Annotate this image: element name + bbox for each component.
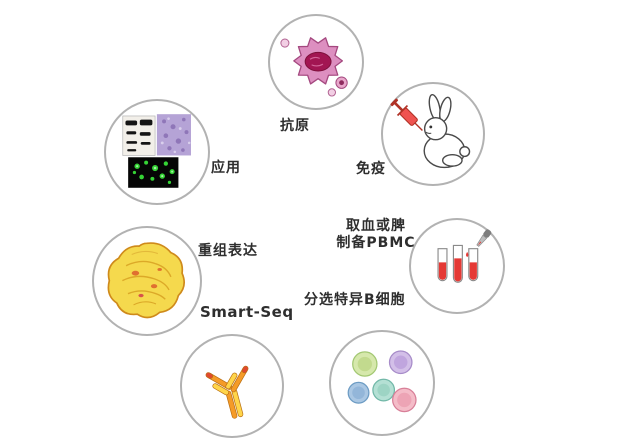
test-tubes-icon (436, 228, 491, 283)
immunization-node (381, 82, 485, 186)
application-label: 应用 (211, 160, 241, 176)
rabbit-syringe-icon (390, 93, 471, 169)
western-blot-bands (125, 119, 153, 152)
immunization-label: 免疫 (356, 161, 386, 177)
recombinant-expression-node (92, 226, 202, 336)
sort-b-cells-label: 分选特异B细胞 (304, 292, 406, 308)
histology-image (157, 114, 192, 156)
antibody-icon (205, 365, 249, 419)
prepare-pbmc-label-line1: 取血或脾 (346, 218, 406, 234)
antigen-label: 抗原 (280, 118, 310, 134)
syringe-icon (390, 98, 423, 131)
yellow-cell-icon (107, 242, 186, 319)
sort-b-cells-node (329, 330, 435, 436)
b-cells-icon (347, 350, 417, 413)
smart-seq-label: Smart-Seq (200, 303, 294, 321)
dropper-icon (475, 228, 491, 247)
prepare-pbmc-label: 取血或脾 制备PBMC (336, 218, 416, 252)
application-node (104, 99, 210, 205)
antigen-node (268, 14, 364, 110)
recombinant-expression-label: 重组表达 (198, 243, 258, 259)
smart-seq-node (180, 334, 284, 438)
antigen-cell-icon (279, 36, 348, 97)
application-images-icon (122, 114, 192, 188)
prepare-pbmc-label-line2: 制备PBMC (336, 234, 416, 251)
prepare-pbmc-node (409, 218, 505, 314)
